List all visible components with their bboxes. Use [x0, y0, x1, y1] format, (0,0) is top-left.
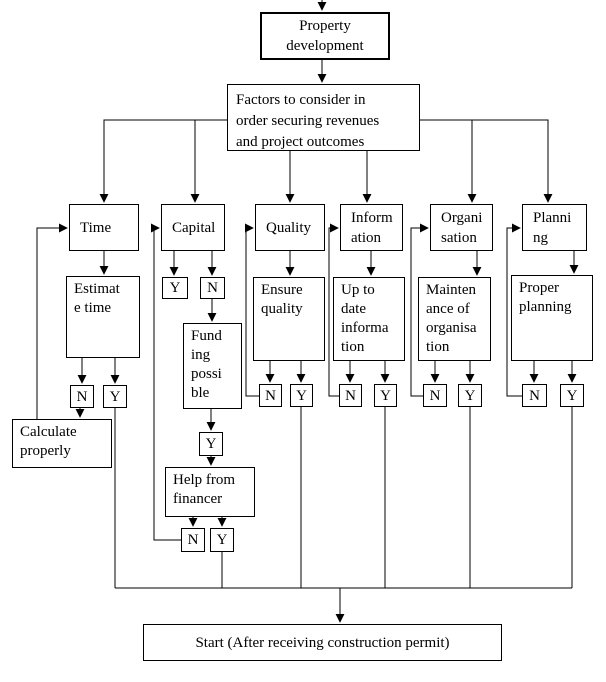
decision-planning-yes: Y	[560, 384, 584, 407]
decision-capital-yes: Y	[162, 277, 188, 299]
decision-capital-no: N	[200, 277, 225, 299]
decision-time-no: N	[70, 385, 94, 408]
node-information: Inform ation	[340, 204, 403, 251]
decision-organisation-no: N	[423, 384, 447, 407]
decision-financer-no: N	[181, 528, 205, 552]
node-funding-possible: Fund ing possi ble	[183, 323, 242, 409]
node-proper-planning: Proper planning	[511, 275, 593, 361]
node-property-development: Property development	[260, 12, 390, 60]
node-up-to-date-information: Up to date informa tion	[333, 277, 405, 361]
decision-organisation-yes: Y	[458, 384, 482, 407]
node-capital: Capital	[161, 204, 225, 251]
node-ensure-quality: Ensure quality	[253, 277, 325, 361]
node-quality: Quality	[255, 204, 325, 251]
decision-information-yes: Y	[374, 384, 397, 407]
decision-information-no: N	[339, 384, 362, 407]
decision-planning-no: N	[522, 384, 547, 407]
node-factors-to-consider: Factors to consider in order securing re…	[227, 84, 420, 151]
decision-quality-no: N	[259, 384, 282, 407]
node-calculate-properly: Calculate properly	[12, 419, 112, 468]
decision-time-yes: Y	[103, 385, 127, 408]
node-time: Time	[69, 204, 139, 251]
decision-financer-yes: Y	[210, 528, 234, 552]
connector-bottom-bus	[115, 587, 572, 623]
node-help-from-financer: Help from financer	[165, 467, 255, 517]
node-organisation: Organi sation	[430, 204, 493, 251]
decision-quality-yes: Y	[290, 384, 313, 407]
decision-funding-yes: Y	[199, 432, 223, 456]
node-estimate-time: Estimat e time	[66, 276, 140, 358]
node-planning: Planni ng	[522, 204, 587, 251]
node-start: Start (After receiving construction perm…	[143, 624, 502, 661]
node-maintenance-of-organisation: Mainten ance of organisa tion	[418, 277, 491, 361]
